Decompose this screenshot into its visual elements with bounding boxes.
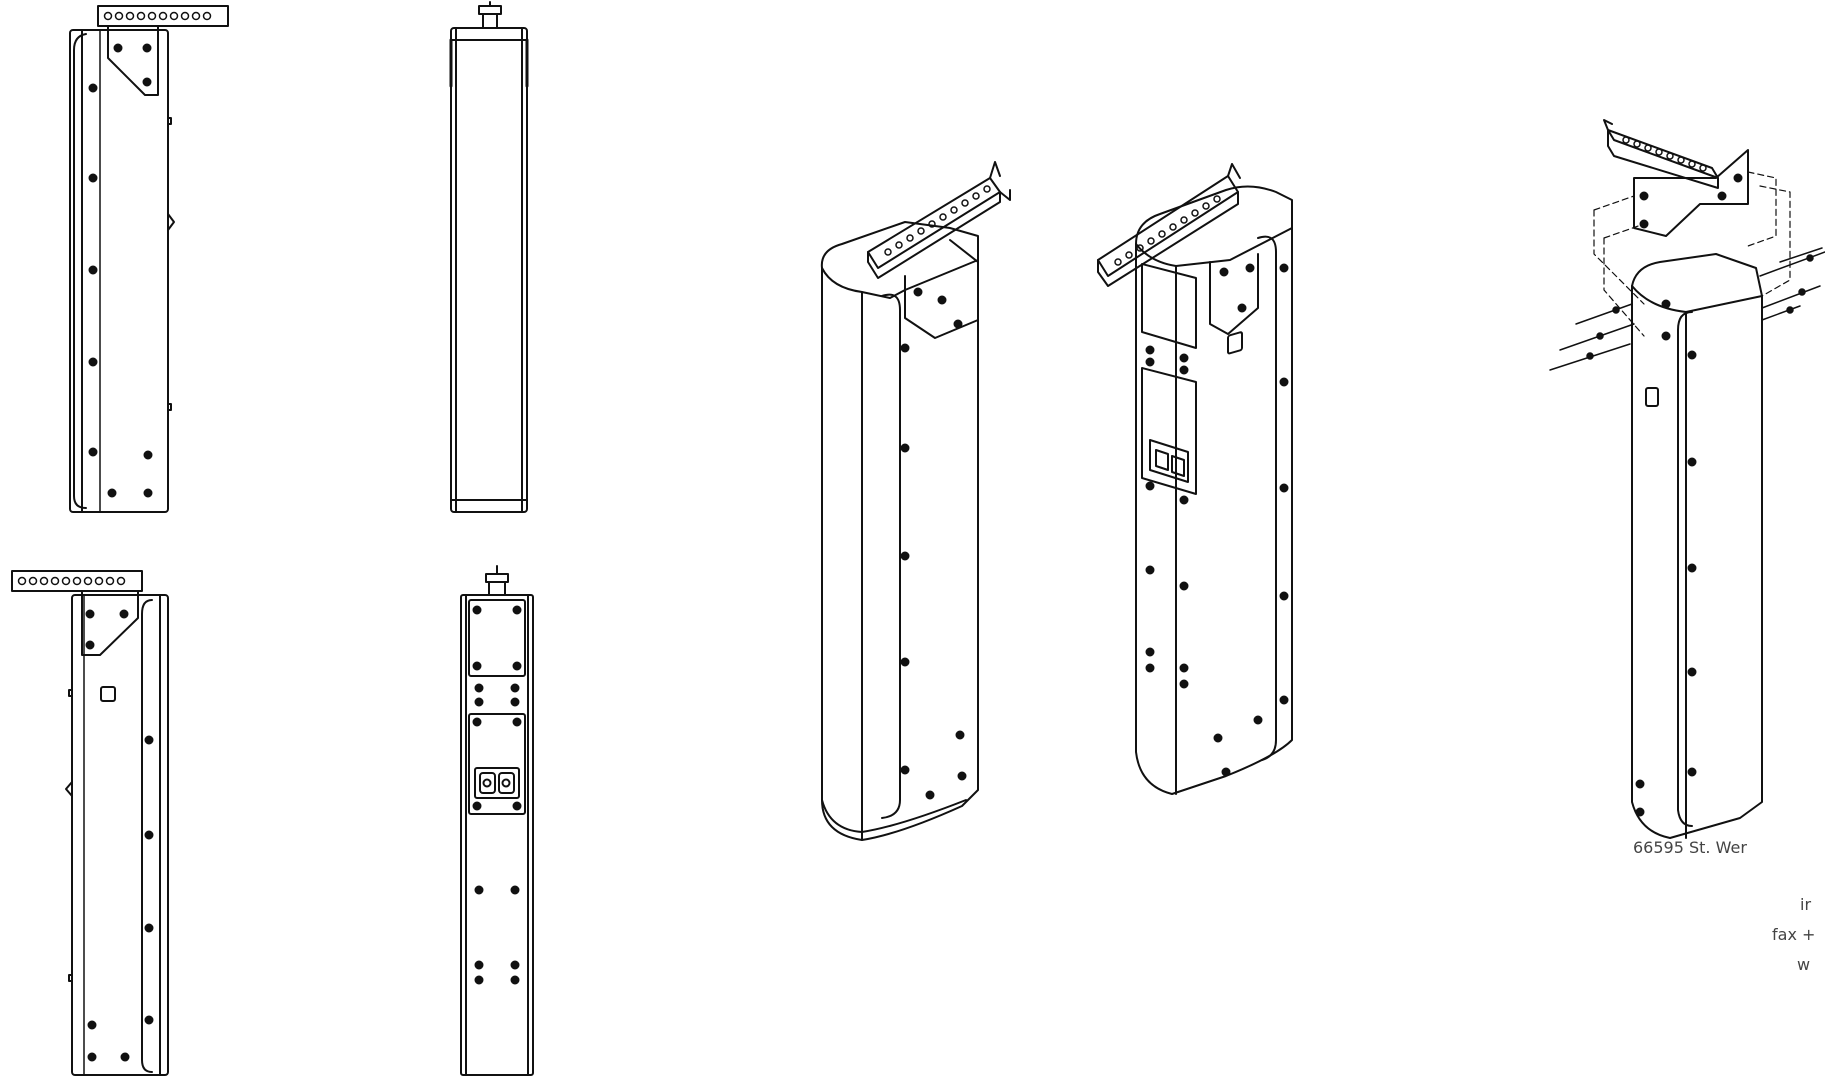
exploded-view bbox=[1549, 119, 1825, 839]
back-panel-view bbox=[460, 565, 534, 1076]
bracket-holes bbox=[1114, 195, 1221, 266]
assembly-lines bbox=[1593, 171, 1791, 337]
web-line: w bbox=[1797, 955, 1811, 974]
screws bbox=[1549, 247, 1825, 371]
fax-line: fax + bbox=[1772, 925, 1816, 944]
address-line: 66595 St. Wer bbox=[1633, 838, 1747, 857]
bracket-holes bbox=[1622, 136, 1707, 172]
isometric-view-rear bbox=[1097, 163, 1293, 795]
rear-view-bottom-left bbox=[11, 570, 169, 1076]
front-view-top bbox=[449, 1, 529, 513]
bracket-holes bbox=[103, 11, 212, 21]
info-line: ir bbox=[1800, 895, 1812, 914]
isometric-view-front bbox=[820, 161, 1011, 841]
bracket-holes bbox=[17, 576, 126, 586]
bracket-holes bbox=[884, 185, 991, 256]
side-view-top-left bbox=[69, 5, 229, 513]
